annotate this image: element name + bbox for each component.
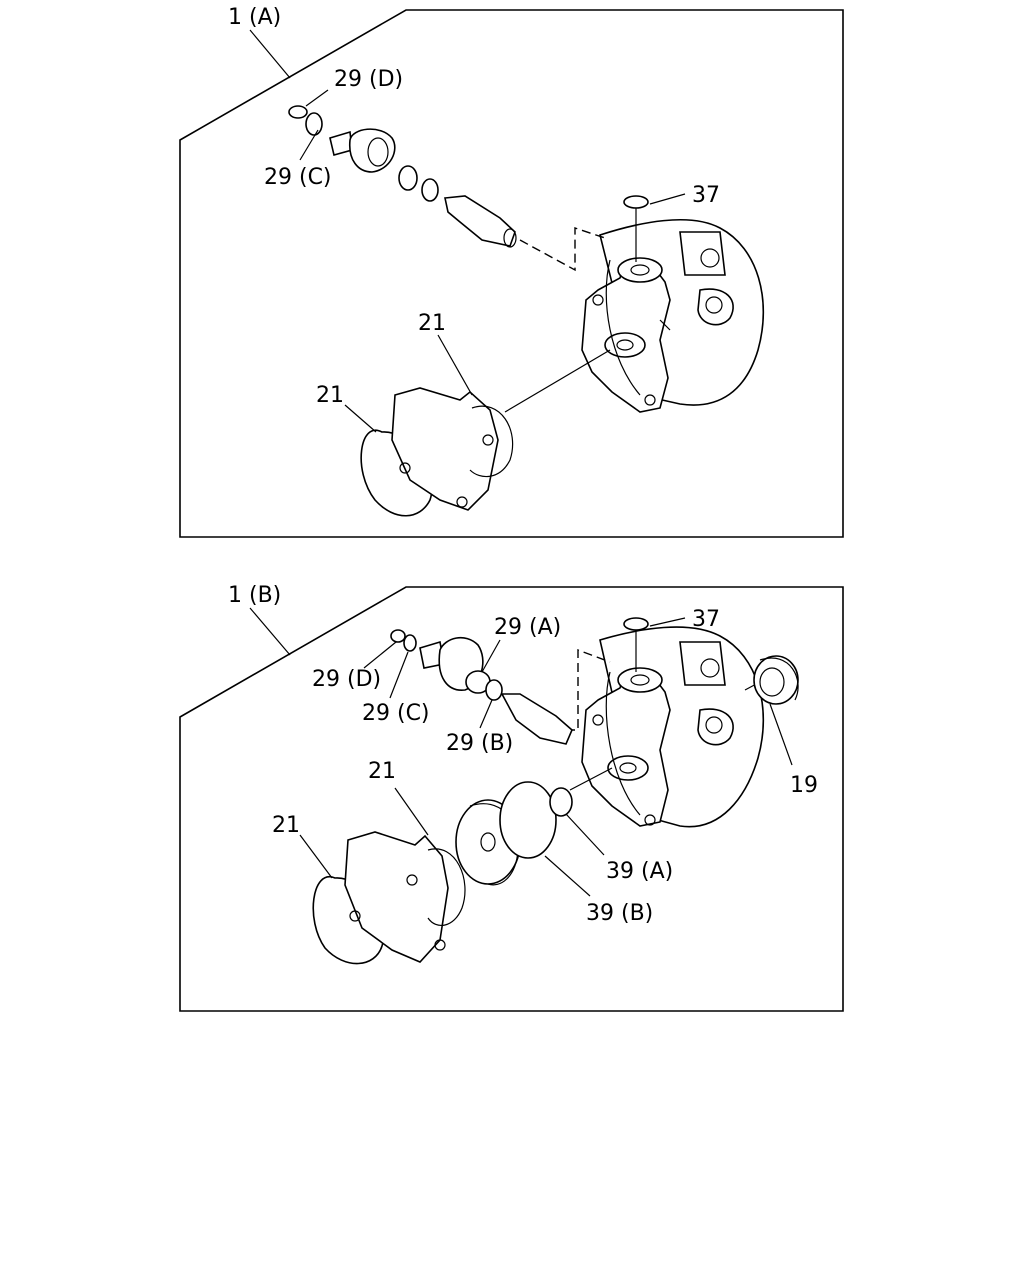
label-29d-b: 29 (D) bbox=[312, 667, 381, 692]
gasket-set-b bbox=[312, 831, 466, 965]
valve-assembly-b bbox=[390, 629, 573, 745]
panel-a-frame bbox=[179, 9, 844, 538]
oil-seal-19 bbox=[753, 655, 799, 705]
gasket-set-a bbox=[360, 387, 514, 517]
o-ring-39b bbox=[499, 781, 557, 859]
o-ring-39a bbox=[549, 787, 573, 817]
label-29b-b: 29 (B) bbox=[446, 731, 513, 756]
panel-a-title: 1 (A) bbox=[228, 5, 281, 30]
label-19-b: 19 bbox=[790, 773, 818, 798]
panel-b-title: 1 (B) bbox=[228, 583, 281, 608]
o-ring-37-b bbox=[623, 617, 649, 631]
label-39a-b: 39 (A) bbox=[606, 859, 673, 884]
pump-housing-a bbox=[581, 219, 765, 413]
label-21a-b: 21 bbox=[368, 759, 396, 784]
label-21b-a: 21 bbox=[316, 383, 344, 408]
panel-b-frame bbox=[179, 586, 844, 1012]
panel-a: 1 (A) bbox=[179, 5, 844, 538]
o-ring-37-a bbox=[623, 195, 649, 209]
valve-assembly-a bbox=[288, 105, 517, 248]
label-29d-a: 29 (D) bbox=[334, 67, 403, 92]
pump-housing-b bbox=[581, 626, 765, 828]
label-21a-a: 21 bbox=[418, 311, 446, 336]
label-37-b: 37 bbox=[692, 607, 720, 632]
label-37-a: 37 bbox=[692, 183, 720, 208]
label-21b-b: 21 bbox=[272, 813, 300, 838]
label-29c-b: 29 (C) bbox=[362, 701, 430, 726]
panel-b: 1 (B) bbox=[179, 583, 844, 1012]
label-29a-b: 29 (A) bbox=[494, 615, 561, 640]
label-29c-a: 29 (C) bbox=[264, 165, 332, 190]
label-39b-b: 39 (B) bbox=[586, 901, 653, 926]
